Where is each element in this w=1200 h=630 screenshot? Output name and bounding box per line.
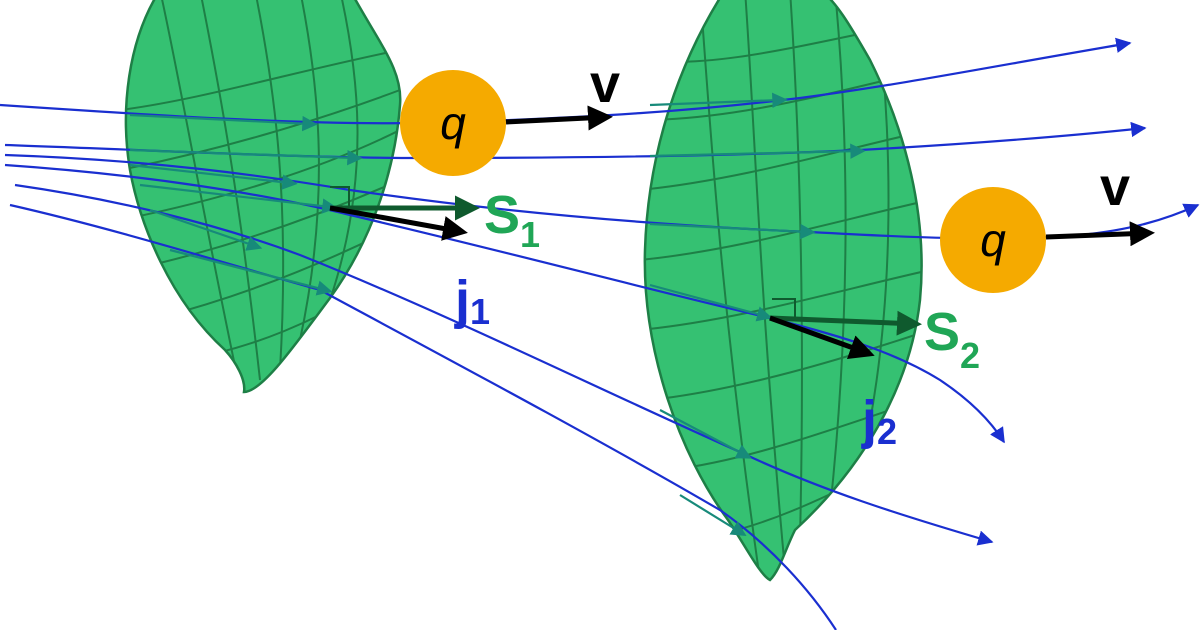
s1-label: S1 — [484, 185, 540, 255]
current-line-inside — [129, 163, 298, 190]
surface-2-grid — [644, 0, 922, 580]
charge-2-label: q — [980, 214, 1006, 266]
charge-2-disc — [940, 187, 1046, 293]
s2-label: S2 — [924, 302, 980, 376]
current-line-inside — [649, 283, 773, 322]
right-angle-marker — [330, 186, 350, 206]
current-line-inside — [149, 208, 263, 251]
velocity-2-label: v — [1100, 157, 1130, 217]
current-line — [4, 163, 1005, 444]
velocity-1-label: v — [590, 54, 620, 114]
surface-1-vectors: S1 j1 — [329, 185, 540, 332]
charge-1-label: q — [440, 97, 466, 149]
charge-1: q v — [400, 54, 620, 176]
current-line-inside — [169, 248, 333, 296]
current-line — [14, 183, 994, 546]
current-line-inside — [679, 494, 747, 537]
velocity-vector-2 — [1045, 221, 1155, 247]
current-line — [9, 203, 837, 630]
current-vector-j2 — [769, 315, 875, 359]
surface-2 — [643, 0, 923, 582]
current-line-inside — [129, 148, 363, 166]
right-angle-marker — [772, 298, 796, 318]
surface-2-vectors: S2 j2 — [769, 298, 980, 452]
current-line-inside — [649, 92, 788, 108]
current-line-inside — [139, 183, 338, 214]
current-line-inside — [659, 409, 752, 459]
normal-vector-s2 — [769, 310, 922, 336]
current-line-inside — [649, 143, 866, 159]
charge-2: q v — [940, 157, 1155, 293]
velocity-vector-1 — [505, 105, 613, 131]
current-line-inside — [129, 113, 318, 132]
current-line-inside — [649, 222, 816, 240]
charge-1-disc — [400, 70, 506, 176]
j2-label: j2 — [861, 390, 897, 452]
current-vector-j1 — [329, 205, 468, 241]
j1-label: j1 — [454, 270, 490, 332]
